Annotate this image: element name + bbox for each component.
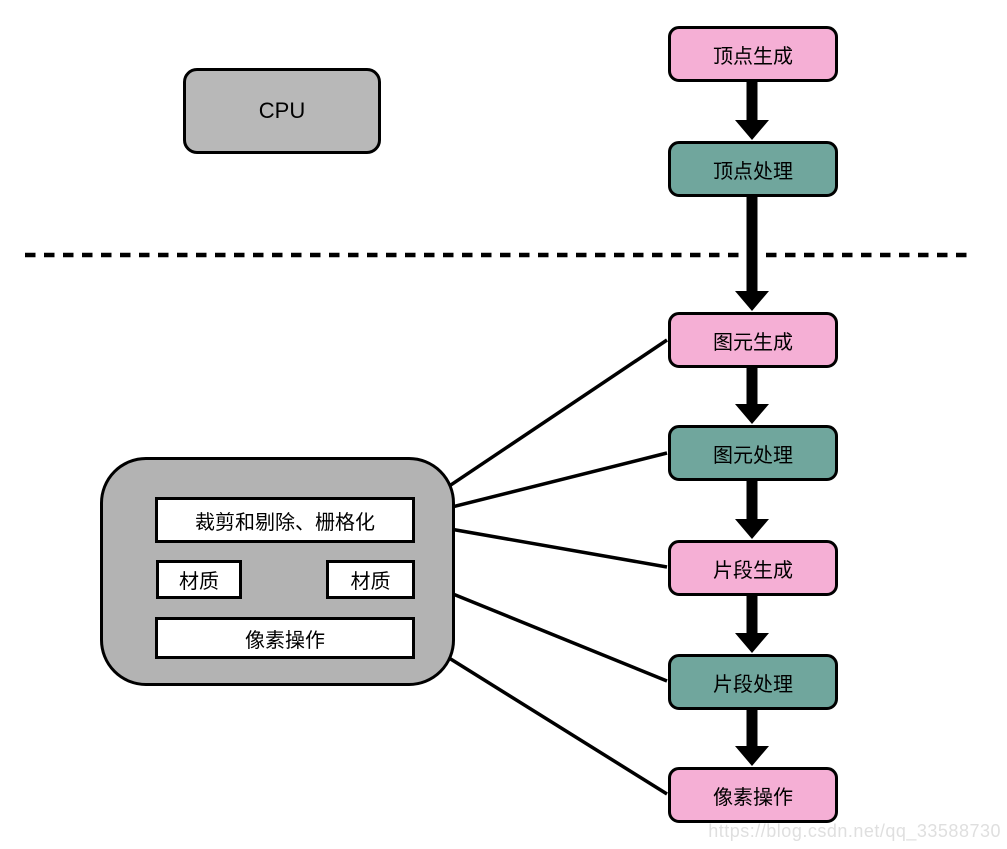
pipeline-node-vertex-generation: 顶点生成: [668, 26, 838, 82]
texture-left-box: 材质: [156, 560, 242, 599]
pipeline-node-primitive-processing: 图元处理: [668, 425, 838, 481]
gpu-block: 裁剪和剔除、栅格化 材质 材质 像素操作: [100, 457, 455, 686]
pixel-operations-inner-label: 像素操作: [245, 629, 325, 652]
pipeline-arrow-6: [735, 709, 769, 766]
connector-arrow-fragment-processing-to-texture: [415, 577, 668, 683]
pipeline-arrow-3: [735, 367, 769, 424]
connector-arrow-primitive-generation-to-raster: [411, 338, 668, 513]
pipeline-node-primitive-generation: 图元生成: [668, 312, 838, 368]
pipeline-node-label: 顶点生成: [713, 45, 793, 68]
pixel-operations-inner-box: 像素操作: [155, 617, 415, 659]
pipeline-node-label: 图元生成: [713, 331, 793, 354]
pipeline-node-label: 图元处理: [713, 444, 793, 467]
pipeline-node-label: 像素操作: [713, 786, 793, 809]
clip-cull-raster-box: 裁剪和剔除、栅格化: [155, 497, 415, 543]
pipeline-node-label: 顶点处理: [713, 160, 793, 183]
pipeline-node-vertex-processing: 顶点处理: [668, 141, 838, 197]
pipeline-node-label: 片段处理: [713, 673, 793, 696]
cpu-box: CPU: [183, 68, 381, 154]
texture-right-box: 材质: [326, 560, 415, 599]
texture-right-label: 材质: [350, 571, 391, 593]
clip-cull-raster-label: 裁剪和剔除、栅格化: [195, 511, 375, 534]
texture-left-label: 材质: [179, 571, 219, 593]
cpu-label: CPU: [258, 98, 306, 123]
watermark-text: https://blog.csdn.net/qq_33588730: [708, 821, 1001, 841]
pipeline-node-fragment-processing: 片段处理: [668, 654, 838, 710]
pipeline-arrow-4: [735, 480, 769, 539]
connector-arrow-fragment-generation-to-raster: [414, 518, 668, 569]
connector-arrow-pixel-operations-to-pixel-box: [416, 636, 668, 796]
pipeline-node-pixel-operations: 像素操作: [668, 767, 838, 823]
pipeline-arrow-5: [735, 595, 769, 653]
pipeline-node-fragment-generation: 片段生成: [668, 540, 838, 596]
pipeline-node-label: 片段生成: [713, 559, 793, 582]
pipeline-arrow-1: [735, 82, 769, 140]
pipeline-arrow-2: [735, 197, 769, 311]
